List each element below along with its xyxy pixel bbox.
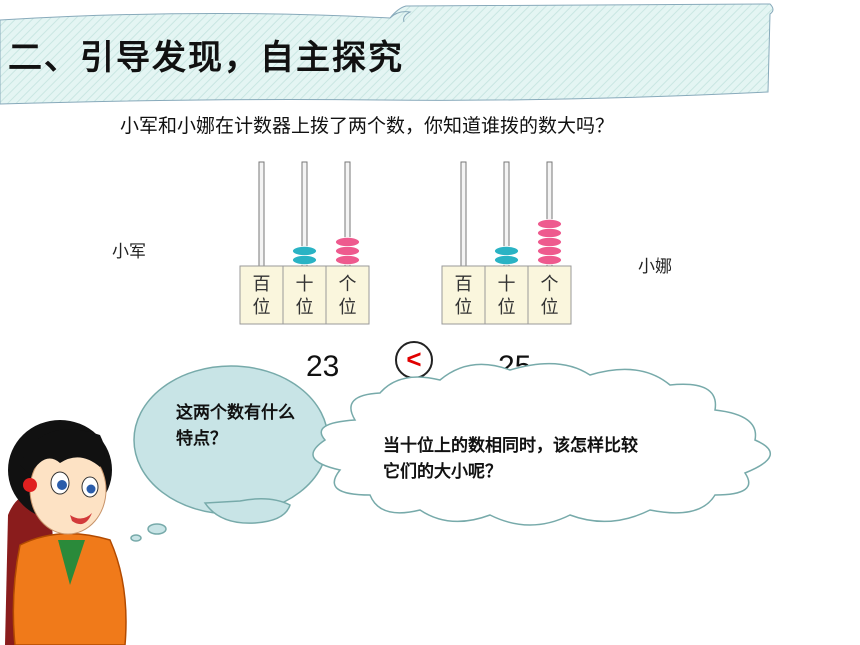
- name-xiaojun: 小军: [112, 242, 146, 262]
- thought-bubble-girl: [130, 365, 329, 542]
- abacus-bead-ones: [335, 246, 360, 257]
- illustration-layer: [5, 362, 772, 645]
- abacus-bead-tens: [494, 246, 519, 257]
- abacus-right: 百 位 十 位 个 位: [441, 161, 572, 325]
- page-title: 二、引导发现，自主探究: [8, 38, 404, 78]
- bubble-girl-text: 这两个数有什么特点？: [176, 403, 295, 449]
- label-tens-1: 十: [498, 274, 516, 295]
- name-xiaona: 小娜: [638, 257, 672, 277]
- thought-cloud: [312, 362, 772, 526]
- abacus-bead-ones: [335, 255, 360, 266]
- abacus-bead-ones: [537, 219, 562, 230]
- label-tens-2: 位: [296, 297, 314, 318]
- abacus-left: 百 位 十 位 个 位: [239, 161, 370, 325]
- abacus-base-left: 百 位 十 位 个 位: [239, 265, 370, 325]
- girl-character-illustration: [5, 420, 127, 645]
- abacus-bead-ones: [537, 228, 562, 239]
- abacus-base-right: 百 位 十 位 个 位: [441, 265, 572, 325]
- bubble-cloud-text: 当十位上的数相同时，该怎样比较它们的大小呢？: [383, 436, 638, 482]
- label-tens-2: 位: [498, 297, 516, 318]
- label-ones-1: 个: [541, 274, 559, 295]
- label-tens-1: 十: [296, 274, 314, 295]
- label-hundreds-2: 位: [253, 297, 271, 318]
- abacus-bead-ones: [537, 246, 562, 257]
- label-hundreds-2: 位: [455, 297, 473, 318]
- abacus-rod-hundreds: [460, 161, 467, 267]
- number-left: 23: [306, 350, 340, 383]
- abacus-bead-tens: [292, 246, 317, 257]
- label-ones-1: 个: [339, 274, 357, 295]
- label-ones-2: 位: [339, 297, 357, 318]
- label-ones-2: 位: [541, 297, 559, 318]
- title-banner: [0, 3, 774, 105]
- abacus-bead-tens: [292, 255, 317, 266]
- abacus-bead-ones: [537, 237, 562, 248]
- label-hundreds-1: 百: [455, 274, 473, 295]
- abacus-rod-hundreds: [258, 161, 265, 267]
- question-text: 小军和小娜在计数器上拨了两个数，你知道谁拨的数大吗？: [120, 115, 615, 137]
- abacus-bead-tens: [494, 255, 519, 266]
- abacus-bead-ones: [537, 255, 562, 266]
- label-hundreds-1: 百: [253, 274, 271, 295]
- abacus-bead-ones: [335, 237, 360, 248]
